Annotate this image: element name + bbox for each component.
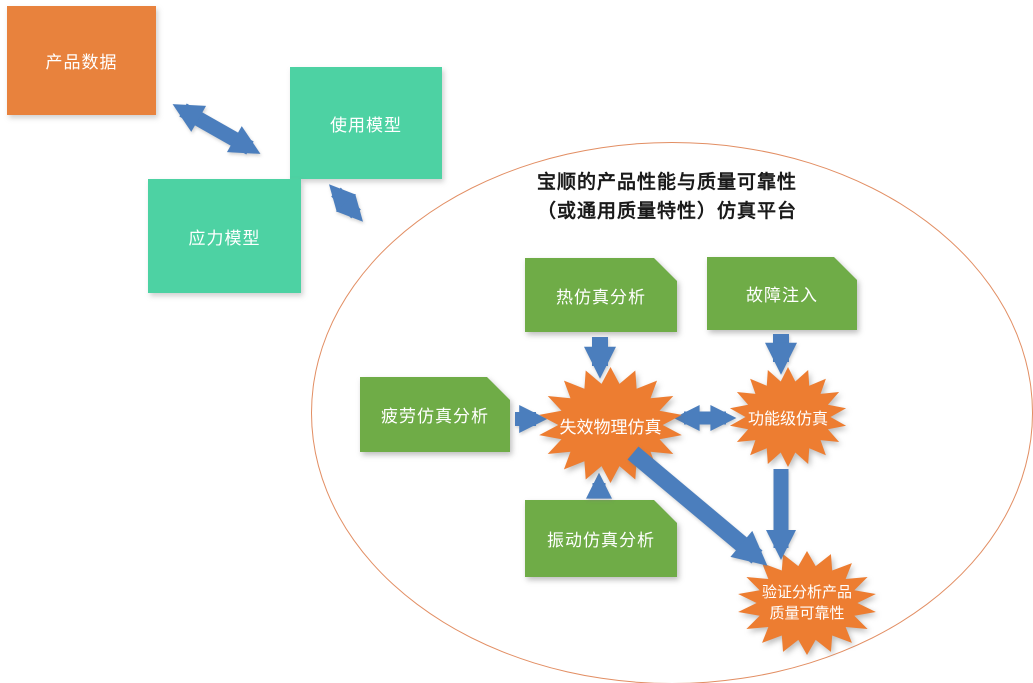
verification-label-line1: 验证分析产品 bbox=[761, 583, 852, 601]
verification-burst: 验证分析产品 质量可靠性 bbox=[737, 551, 877, 655]
product-data-box: 产品数据 bbox=[7, 6, 156, 115]
platform-title-line1: 宝顺的产品性能与质量可靠性 bbox=[536, 171, 797, 193]
vibration-analysis-label: 振动仿真分析 bbox=[547, 531, 655, 551]
physics-of-failure-label: 失效物理仿真 bbox=[559, 417, 662, 438]
functional-sim-burst: 功能级仿真 bbox=[729, 367, 847, 467]
fatigue-analysis-label: 疲劳仿真分析 bbox=[381, 407, 489, 427]
usage-model-label: 使用模型 bbox=[330, 115, 402, 136]
physics-of-failure-burst: 失效物理仿真 bbox=[538, 367, 683, 483]
fatigue-analysis-box: 疲劳仿真分析 bbox=[360, 377, 510, 452]
fault-injection-box: 故障注入 bbox=[707, 257, 857, 330]
verification-label-line2: 质量可靠性 bbox=[769, 604, 845, 622]
product-data-label: 产品数据 bbox=[45, 53, 118, 73]
fault-injection-label: 故障注入 bbox=[746, 286, 818, 306]
thermal-analysis-box: 热仿真分析 bbox=[525, 258, 677, 332]
arrow-models-to-platform bbox=[329, 184, 363, 222]
arrow-product-to-models bbox=[172, 103, 261, 155]
functional-sim-label: 功能级仿真 bbox=[747, 409, 828, 428]
stress-model-box: 应力模型 bbox=[148, 179, 301, 293]
thermal-analysis-label: 热仿真分析 bbox=[556, 287, 646, 308]
usage-model-box: 使用模型 bbox=[290, 67, 442, 179]
stress-model-label: 应力模型 bbox=[188, 228, 261, 249]
platform-title: 宝顺的产品性能与质量可靠性 （或通用质量特性）仿真平台 bbox=[437, 168, 897, 226]
platform-title-line2: （或通用质量特性）仿真平台 bbox=[536, 200, 797, 222]
vibration-analysis-box: 振动仿真分析 bbox=[525, 500, 677, 577]
